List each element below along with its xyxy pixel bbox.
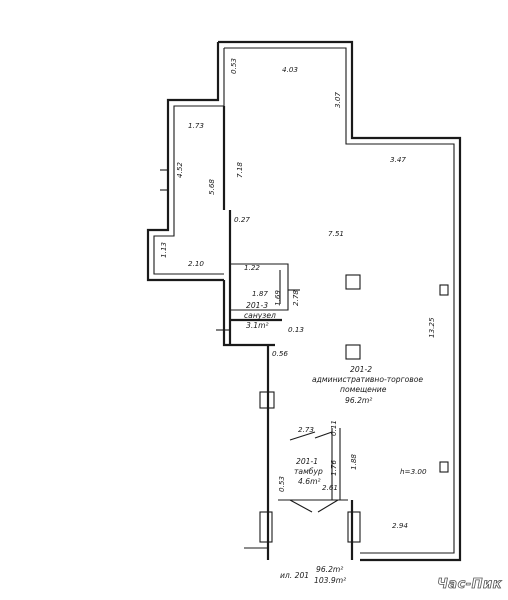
- room-201-1-number: 201-1: [296, 457, 318, 466]
- footer-area-total: 103.9m²: [314, 576, 346, 585]
- dim-label: 0.11: [329, 420, 338, 436]
- dim-label: 2.61: [322, 483, 338, 492]
- footer-label: ил. 201: [280, 571, 309, 580]
- dim-label: 3.07: [333, 92, 342, 108]
- area-summary: ил. 201 96.2m² 103.9m²: [280, 565, 346, 585]
- dim-label: 0.56: [272, 349, 288, 358]
- dim-label: 1.22: [244, 263, 260, 272]
- room-201-3-number: 201-3: [246, 301, 268, 310]
- dim-label: 1.76: [329, 460, 338, 476]
- dim-label: 13.25: [427, 317, 436, 338]
- dim-label: 0.13: [288, 325, 304, 334]
- dim-label: 1.13: [159, 242, 168, 258]
- dimension-labels: 0.53 4.03 3.07 3.47 1.73 4.52 5.68 7.18 …: [159, 58, 436, 530]
- dim-label: 7.18: [235, 162, 244, 178]
- dim-label: 3.47: [390, 155, 406, 164]
- room-201-1-name: тамбур: [294, 467, 323, 476]
- outer-walls: [146, 40, 462, 562]
- room-201-3-name: санузел: [244, 311, 276, 320]
- dim-label: 1.73: [188, 121, 204, 130]
- footer-area-main: 96.2m²: [316, 565, 343, 574]
- dim-label: 2.73: [298, 425, 314, 434]
- dim-label: h=3.00: [400, 467, 427, 476]
- dim-label: 1.87: [252, 289, 268, 298]
- dim-label: 0.27: [234, 215, 250, 224]
- watermark-logo: Час-Пик: [437, 577, 502, 593]
- dim-label: 0.53: [229, 58, 238, 74]
- dim-label: 2.78: [291, 290, 300, 306]
- dim-label: 2.94: [392, 521, 408, 530]
- dim-label: 7.51: [328, 229, 344, 238]
- room-201-3-area: 3.1m²: [246, 321, 269, 330]
- dim-label: 1.69: [273, 290, 282, 306]
- room-labels: 201-3 санузел 3.1m² 201-2 административн…: [244, 301, 423, 486]
- room-201-1-area: 4.6m²: [298, 477, 321, 486]
- dim-label: 5.68: [207, 179, 216, 195]
- room-201-2-name-line2: помещение: [340, 385, 387, 394]
- room-201-2-area: 96.2m²: [345, 396, 372, 405]
- dim-label: 0.53: [277, 476, 286, 492]
- dim-label: 4.52: [175, 162, 184, 178]
- room-201-2-number: 201-2: [350, 365, 372, 374]
- dim-label: 1.88: [349, 454, 358, 470]
- dim-label: 2.10: [188, 259, 204, 268]
- room-201-2-name: административно-торговое: [312, 375, 423, 384]
- dim-label: 4.03: [282, 65, 298, 74]
